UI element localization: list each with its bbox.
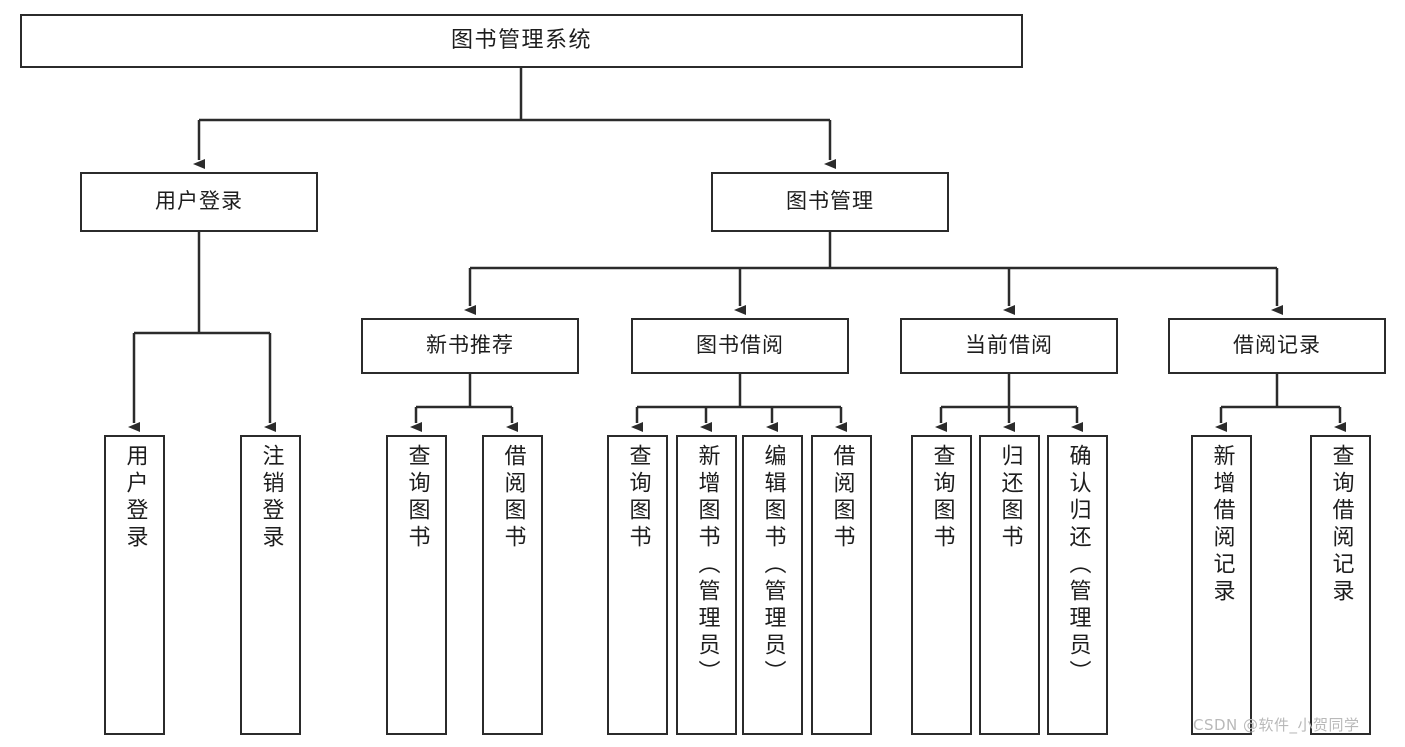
- node-label: 借阅图书: [829, 444, 855, 552]
- node-book-borrow[interactable]: 图书借阅: [631, 318, 849, 374]
- node-label: 归还图书: [997, 444, 1023, 552]
- node-borrow-record[interactable]: 借阅记录: [1168, 318, 1386, 374]
- node-label: 查询图书: [929, 444, 955, 552]
- leaf-recommend-query-book[interactable]: 查询图书: [386, 435, 447, 735]
- node-label: 查询图书: [625, 444, 651, 552]
- node-label: 图书管理: [786, 189, 874, 214]
- node-label: 编辑图书（管理员）: [760, 444, 786, 687]
- node-label: 新增图书（管理员）: [694, 444, 720, 687]
- leaf-logout[interactable]: 注销登录: [240, 435, 301, 735]
- node-label: 注销登录: [258, 444, 284, 552]
- node-root-system[interactable]: 图书管理系统: [20, 14, 1023, 68]
- node-label: 借阅图书: [500, 444, 526, 552]
- leaf-user-login[interactable]: 用户登录: [104, 435, 165, 735]
- leaf-current-confirm-return-admin[interactable]: 确认归还（管理员）: [1047, 435, 1108, 735]
- leaf-borrow-edit-book-admin[interactable]: 编辑图书（管理员）: [742, 435, 803, 735]
- leaf-current-return-book[interactable]: 归还图书: [979, 435, 1040, 735]
- node-label: 确认归还（管理员）: [1065, 444, 1091, 687]
- leaf-borrow-add-book-admin[interactable]: 新增图书（管理员）: [676, 435, 737, 735]
- node-current-borrow[interactable]: 当前借阅: [900, 318, 1118, 374]
- node-label: 图书借阅: [696, 333, 784, 358]
- leaf-borrow-borrow-book[interactable]: 借阅图书: [811, 435, 872, 735]
- leaf-recommend-borrow-book[interactable]: 借阅图书: [482, 435, 543, 735]
- node-label: 新增借阅记录: [1209, 444, 1235, 606]
- node-label: 借阅记录: [1233, 333, 1321, 358]
- node-label: 查询图书: [404, 444, 430, 552]
- node-user-login[interactable]: 用户登录: [80, 172, 318, 232]
- leaf-record-add-borrow-record[interactable]: 新增借阅记录: [1191, 435, 1252, 735]
- node-label: 查询借阅记录: [1328, 444, 1354, 606]
- node-new-book-recommend[interactable]: 新书推荐: [361, 318, 579, 374]
- leaf-current-query-book[interactable]: 查询图书: [911, 435, 972, 735]
- node-label: 用户登录: [122, 444, 148, 552]
- node-label: 图书管理系统: [450, 27, 592, 53]
- node-label: 新书推荐: [426, 333, 514, 358]
- leaf-record-query-borrow-record[interactable]: 查询借阅记录: [1310, 435, 1371, 735]
- node-book-management[interactable]: 图书管理: [711, 172, 949, 232]
- node-label: 当前借阅: [965, 333, 1053, 358]
- leaf-borrow-query-book[interactable]: 查询图书: [607, 435, 668, 735]
- node-label: 用户登录: [155, 189, 243, 214]
